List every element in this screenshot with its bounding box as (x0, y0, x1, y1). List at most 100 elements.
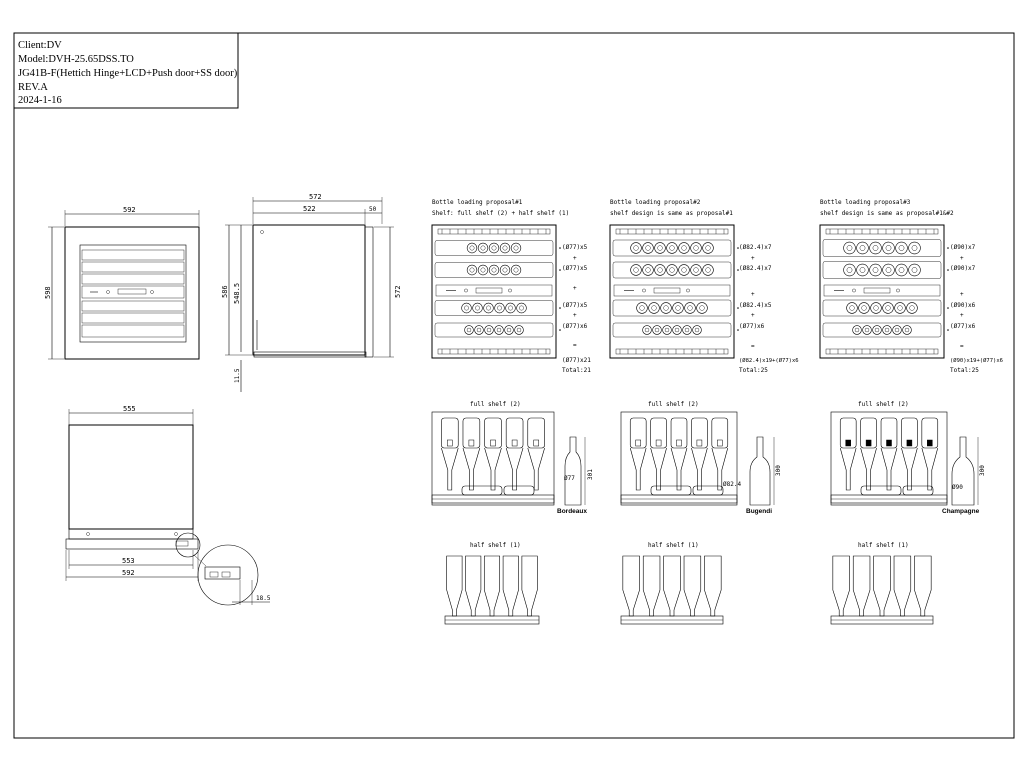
bottle-end (882, 263, 895, 277)
bottle-foil (927, 439, 933, 447)
bottle-punt (645, 245, 651, 251)
bottle-end (872, 325, 882, 335)
bottle-end (488, 242, 500, 254)
button-icon (896, 288, 900, 293)
bottle-end (516, 302, 527, 314)
cabinet-interior (612, 228, 739, 355)
bottle-body (880, 417, 898, 449)
side-foot-dim: 11.5 (234, 368, 241, 383)
revision-text: REV.A (18, 82, 48, 93)
proposal-3-label-8: = (960, 343, 964, 350)
full-shelf-3: full shelf (2) (830, 401, 948, 506)
bottle-punt (516, 327, 522, 333)
rail-marker (559, 329, 561, 331)
side-depth-body-dim: 522 (303, 205, 316, 213)
full-shelf-bottles (830, 417, 948, 504)
bottle-neck (462, 447, 481, 491)
bottle-foil (717, 439, 723, 447)
proposal-1-label-2: + (573, 255, 577, 262)
bottle-punt (699, 305, 705, 311)
bottle-neck (711, 447, 729, 491)
bottle-punt (684, 327, 690, 333)
rail-marker (737, 247, 739, 249)
bordeaux-label: Bordeaux (557, 508, 587, 515)
bottle-end (684, 302, 696, 314)
rail-marker (737, 329, 739, 331)
bottle-neck (484, 447, 502, 491)
bottle-foil (447, 439, 453, 447)
rail-marker (947, 307, 949, 309)
lying-bottle (650, 485, 692, 496)
bottle-end (894, 302, 906, 314)
bottle-punt (469, 267, 475, 273)
bottle-punt (475, 305, 480, 311)
shelf-rail (612, 299, 732, 317)
rail-marker (947, 269, 949, 271)
bottle-foil (655, 439, 662, 447)
bugendi-diameter: Ø82.4 (723, 481, 741, 488)
proposal-2-title: Bottle loading proposal#2 (610, 199, 701, 206)
client-text: Client:DV (18, 40, 62, 51)
bottle-end (702, 264, 714, 276)
bottle-body (860, 417, 877, 449)
proposal-3-title: Bottle loading proposal#3 (820, 199, 911, 206)
bottle-foil (511, 439, 518, 447)
full-shelf-bottles (620, 417, 738, 504)
bottle-body (642, 555, 661, 617)
half-shelf-2: half shelf (1) (620, 542, 724, 625)
rail-marker (559, 247, 561, 249)
bottle-punt (508, 305, 513, 311)
button-icon (686, 288, 690, 293)
bottle-foil (533, 439, 539, 447)
lying-bottle (692, 485, 724, 496)
bottom-top-width-dim: 555 (123, 405, 136, 413)
lying-bottle (461, 485, 503, 496)
full-shelf-1-label: full shelf (2) (470, 401, 521, 408)
proposal-2-subtitle: shelf design is same as proposal#1 (610, 210, 733, 217)
bottle-body (921, 417, 939, 449)
bottle-body (650, 417, 667, 449)
proposal-2-label-1: (Ø82.4)x7 (739, 244, 772, 251)
shelf-rail (612, 261, 732, 279)
bottle-punt (480, 245, 486, 251)
bordeaux-diameter: Ø77 (564, 475, 575, 482)
proposal-1-title: Bottle loading proposal#1 (432, 199, 523, 206)
proposal-3: Bottle loading proposal#3 shelf design i… (819, 199, 1003, 374)
bottle-body (901, 417, 918, 449)
proposal-2-label-5: (Ø82.4)x5 (739, 302, 772, 309)
bottle-end (510, 242, 522, 254)
bottle-end (843, 241, 856, 255)
bottle-body (484, 417, 502, 449)
bottle-end (682, 325, 692, 335)
bottle-punt (854, 327, 860, 333)
bottle-end (464, 325, 474, 335)
bottle-punt (513, 245, 519, 251)
bottle-body (663, 555, 681, 617)
bottle-bugendi: 300 Ø82.4 Bugendi (723, 436, 782, 515)
shelf-rail (822, 239, 942, 257)
bottle-body (914, 555, 932, 617)
bottle-end (882, 325, 892, 335)
bottle-end (494, 325, 504, 335)
proposal-3-label-5: (Ø90)x6 (950, 302, 976, 309)
proposal-2-label-8: = (751, 343, 755, 350)
bottle-punt (911, 267, 918, 273)
bottle-end (690, 264, 702, 276)
proposal-1-subtitle: Shelf: full shelf (2) + half shelf (1) (432, 210, 569, 217)
cabinet-interior (434, 228, 561, 355)
bottle-punt (633, 267, 639, 273)
bottle-punt (657, 267, 663, 273)
bottle-foil (906, 439, 913, 447)
bottle-punt (898, 245, 905, 251)
bottle-neck (860, 447, 877, 491)
bottom-outer-width-dim: 592 (122, 569, 135, 577)
bottle-end (843, 263, 856, 277)
bottle-foil (696, 439, 703, 447)
half-shelf-bottles (620, 555, 724, 625)
bottle-end (499, 264, 511, 276)
proposal-3-label-1: (Ø90)x7 (950, 244, 976, 251)
bottle-end (474, 325, 484, 335)
shelf-rail (434, 262, 554, 278)
bottle-body (704, 555, 722, 617)
bugendi-height: 300 (775, 465, 782, 476)
